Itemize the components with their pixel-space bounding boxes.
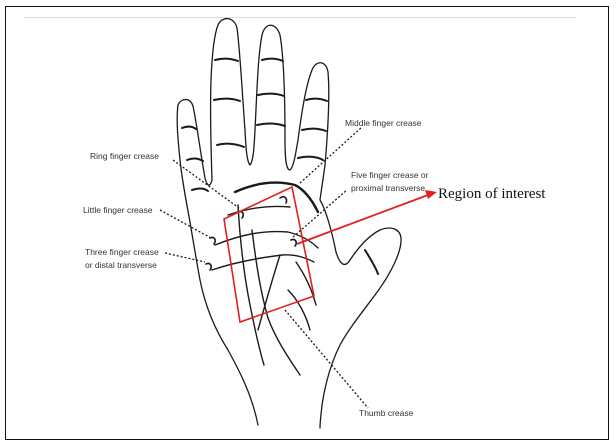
three-finger-crease-label-1: Three finger crease (85, 247, 159, 257)
thumb-crease-label: Thumb crease (359, 408, 414, 418)
palm-outline-icon (177, 19, 401, 428)
little-finger-crease-label: Little finger crease (83, 205, 153, 215)
leader-lines (160, 127, 368, 408)
middle-finger-crease-label: Middle finger crease (345, 118, 422, 128)
heart-line (228, 206, 290, 215)
five-finger-crease-label-1: Five finger crease or (351, 170, 429, 180)
small-crease-1 (288, 290, 310, 330)
five-finger-crease-label-2: proximal transverse (351, 183, 425, 193)
proximal-line (212, 255, 314, 270)
hand-outline (177, 19, 401, 428)
arrow-right-icon (297, 190, 437, 244)
ring-finger-crease-label: Ring finger crease (90, 151, 159, 161)
palm-creases (212, 183, 318, 375)
life-line-2 (252, 230, 300, 375)
three-finger-crease-label-2: or distal transverse (85, 260, 157, 270)
region-of-interest-label: Region of interest (438, 186, 546, 202)
